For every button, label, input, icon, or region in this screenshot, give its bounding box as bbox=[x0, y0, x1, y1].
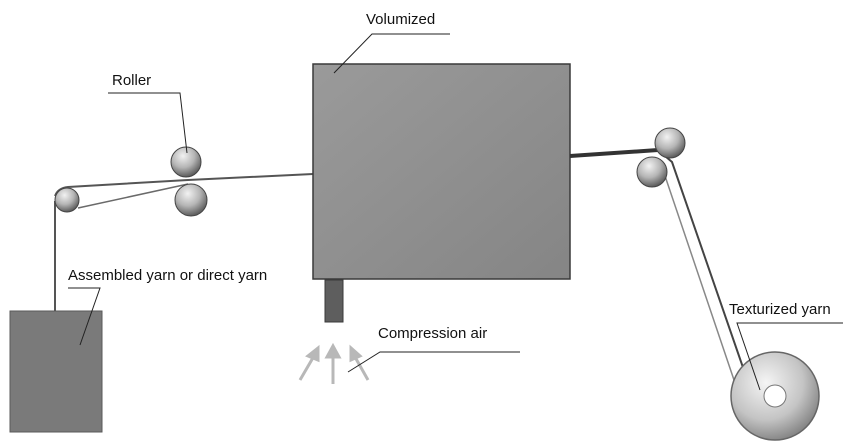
assembled-yarn-label: Assembled yarn or direct yarn bbox=[68, 267, 268, 284]
texturized-yarn-label: Texturized yarn bbox=[729, 301, 831, 318]
compression-air-label: Compression air bbox=[378, 325, 488, 342]
feed-roller-top bbox=[170, 146, 202, 178]
volumizer-box bbox=[312, 63, 571, 280]
air-arrow-right bbox=[353, 356, 370, 381]
yarn-takeup-line bbox=[664, 155, 749, 383]
yarn-exit-line bbox=[569, 148, 659, 158]
leader-assembled bbox=[68, 287, 101, 346]
yarn-feed-line-lower bbox=[77, 183, 189, 209]
leader-compression bbox=[347, 351, 520, 373]
leader-roller bbox=[108, 92, 188, 154]
leader-texturized bbox=[736, 322, 843, 391]
takeup-spool-hub bbox=[763, 384, 787, 408]
delivery-roller-top bbox=[654, 127, 686, 159]
air-arrow-center-head bbox=[324, 342, 342, 359]
air-arrow-left-head bbox=[305, 344, 320, 363]
roller-label: Roller bbox=[112, 72, 152, 89]
guide-roller bbox=[54, 187, 80, 213]
yarn-supply-bobbin bbox=[9, 310, 103, 433]
volumized-label: Volumized bbox=[366, 11, 436, 28]
feed-roller-bottom bbox=[174, 183, 208, 217]
yarn-takeup-line-inner bbox=[662, 169, 735, 381]
leader-volumized bbox=[333, 33, 450, 74]
air-arrow-left bbox=[298, 355, 316, 381]
yarn-feed-line bbox=[54, 173, 314, 197]
air-arrows bbox=[298, 342, 370, 384]
air-nozzle bbox=[324, 279, 344, 323]
delivery-roller-bottom bbox=[636, 156, 668, 188]
air-arrow-right-head bbox=[349, 344, 363, 363]
